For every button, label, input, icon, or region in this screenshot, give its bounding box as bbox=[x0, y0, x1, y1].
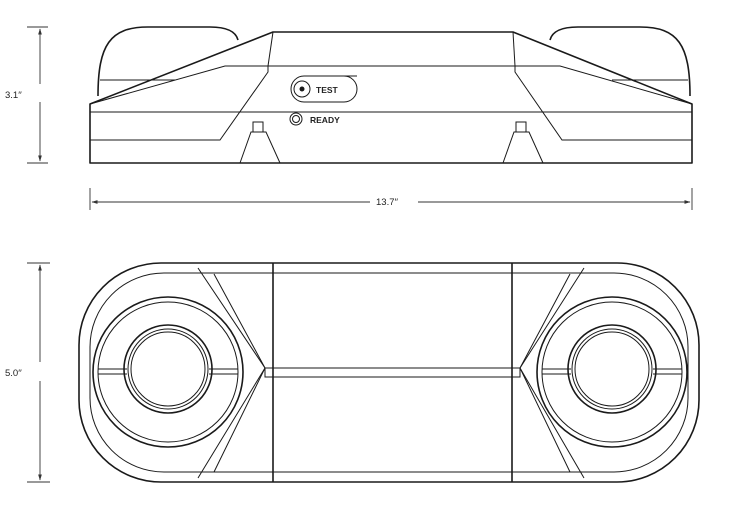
width-dimension bbox=[89, 188, 693, 210]
right-mounting-foot bbox=[502, 121, 544, 164]
ready-label: READY bbox=[310, 115, 340, 125]
depth-label: 5.0′′ bbox=[5, 368, 22, 379]
left-lamp-head-top bbox=[92, 296, 244, 448]
left-facet bbox=[89, 65, 269, 141]
test-button[interactable] bbox=[290, 75, 358, 103]
top-view bbox=[78, 262, 700, 483]
width-label: 13.7′′ bbox=[376, 197, 398, 208]
front-elevation-view: TEST READY bbox=[89, 26, 693, 164]
top-housing-outline bbox=[78, 262, 700, 483]
ready-indicator-led bbox=[289, 112, 303, 126]
height-dimension bbox=[27, 26, 48, 164]
left-mounting-foot bbox=[239, 121, 281, 164]
test-label: TEST bbox=[316, 85, 339, 95]
right-lamp-head-side bbox=[549, 26, 691, 97]
left-lamp-head-side bbox=[97, 26, 239, 97]
right-lamp-head-top bbox=[536, 296, 688, 448]
right-facet bbox=[514, 65, 693, 141]
height-label: 3.1′′ bbox=[5, 90, 22, 101]
depth-dimension bbox=[27, 262, 50, 483]
front-housing-outline bbox=[89, 31, 693, 164]
